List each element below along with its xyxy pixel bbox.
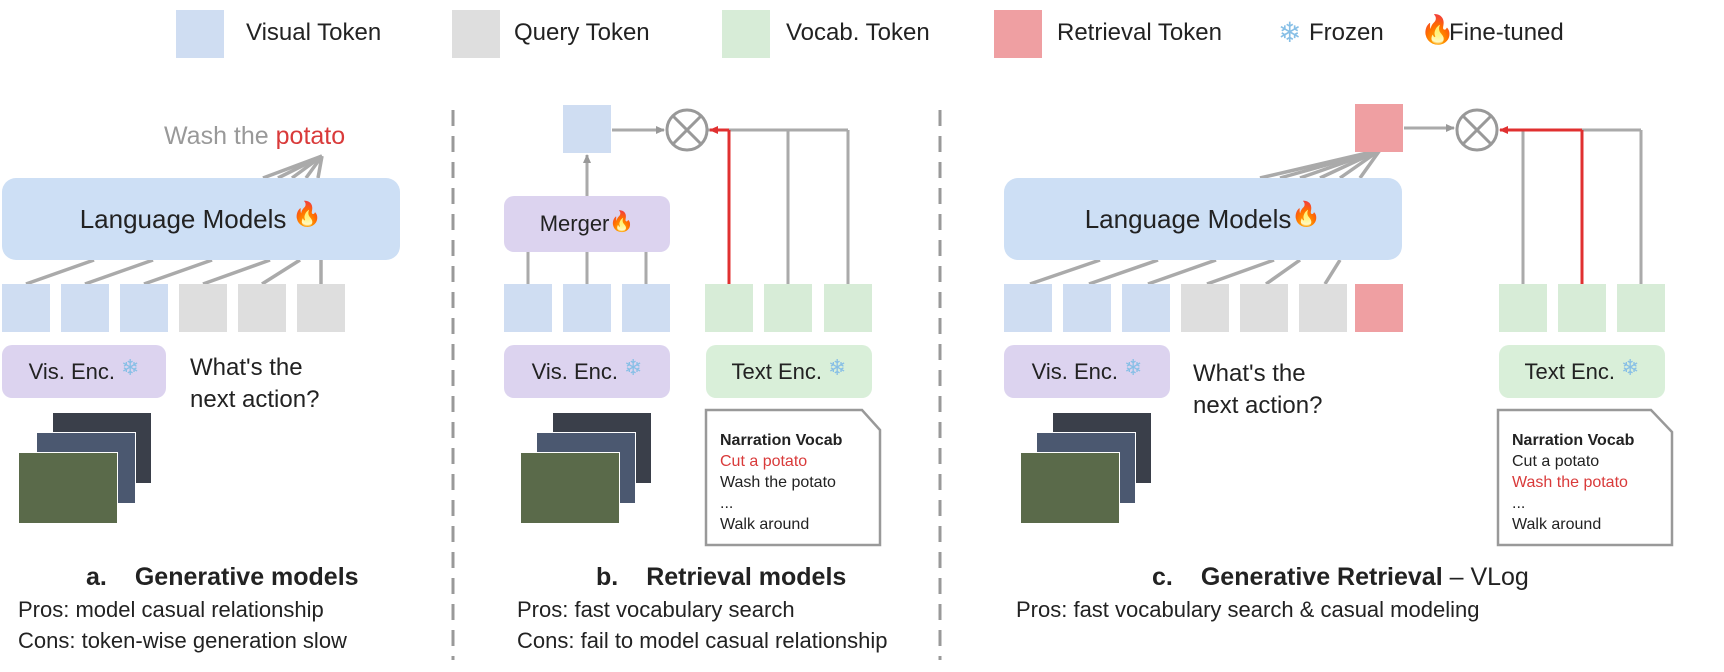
vocab-token: [705, 284, 753, 332]
snowflake-icon: ❄: [1123, 354, 1143, 380]
vocab-note-b: [704, 408, 882, 547]
vocab-item: Cut a potato: [720, 453, 808, 470]
language-model-box: Language Models 🔥: [2, 178, 400, 260]
fire-icon: 🔥: [609, 210, 635, 233]
vocab-token: [1617, 284, 1665, 332]
visual-encoder-box: Vis. Enc. ❄: [2, 345, 166, 398]
visual-token: [1004, 284, 1052, 332]
visual-token: [61, 284, 109, 332]
legend-frozen-label: Frozen: [1309, 19, 1384, 46]
vocab-title: Narration Vocab: [1512, 432, 1635, 449]
visual-encoder-box: Vis. Enc. ❄: [504, 345, 670, 398]
snowflake-icon: ❄: [1621, 354, 1640, 380]
visual-encoder-label: Vis. Enc.: [28, 358, 115, 384]
visual-token: [120, 284, 168, 332]
fire-icon: 🔥: [1420, 14, 1455, 45]
question-text: What's the next action?: [190, 354, 320, 413]
visual-token: [563, 284, 611, 332]
merger-label: Merger: [539, 211, 610, 236]
vocab-token: [824, 284, 872, 332]
language-model-label: Language Models: [1084, 203, 1292, 234]
video-frame: [1020, 452, 1120, 524]
caption-a: a.Generative models: [86, 563, 359, 591]
vocab-item: ...: [720, 495, 734, 512]
snowflake-icon: ❄: [623, 354, 643, 380]
query-token: [238, 284, 286, 332]
vocab-item: Walk around: [720, 516, 810, 533]
legend-visual-swatch: [176, 10, 224, 58]
vocab-item: Cut a potato: [1512, 453, 1600, 470]
query-token: [1299, 284, 1347, 332]
text-encoder-label: Text Enc.: [731, 358, 823, 384]
vocab-note-c: [1496, 408, 1674, 547]
video-frame: [520, 452, 620, 524]
legend-finetuned-label: Fine-tuned: [1449, 19, 1564, 46]
vocab-token: [1558, 284, 1606, 332]
query-token: [1240, 284, 1288, 332]
legend-retrieval-swatch: [994, 10, 1042, 58]
legend-query-label: Query Token: [514, 19, 650, 46]
caption-c: c.Generative Retrieval – VLog: [1152, 563, 1529, 591]
retrieval-token: [1355, 284, 1403, 332]
narration-vocab-list: Narration Vocab Cut a potato Wash the po…: [720, 430, 842, 535]
vocab-item: ...: [1512, 495, 1526, 512]
language-model-box: Language Models 🔥: [1004, 178, 1402, 260]
text-encoder-box: Text Enc. ❄: [1499, 345, 1665, 398]
legend-visual-label: Visual Token: [246, 19, 382, 46]
pros-a: Pros: model casual relationship: [18, 597, 324, 622]
vocab-item: Wash the potato: [1512, 474, 1628, 491]
generated-highlight-word: potato: [275, 122, 346, 150]
visual-token: [1122, 284, 1170, 332]
pros-b: Pros: fast vocabulary search: [517, 597, 795, 622]
language-model-label: Language Models: [79, 203, 287, 234]
video-frame: [18, 452, 118, 524]
fire-icon: 🔥: [1291, 200, 1322, 228]
legend-vocab-swatch: [722, 10, 770, 58]
visual-encoder-label: Vis. Enc.: [531, 358, 618, 384]
query-token: [179, 284, 227, 332]
legend-query-swatch: [452, 10, 500, 58]
query-token: [297, 284, 345, 332]
retrieval-token: [1355, 104, 1403, 152]
generated-output-text: Wash the potato: [164, 122, 346, 150]
snowflake-icon: ❄: [120, 354, 140, 380]
text-encoder-label: Text Enc.: [1524, 358, 1616, 384]
cons-b: Cons: fail to model casual relationship: [517, 628, 888, 653]
query-token: [1181, 284, 1229, 332]
vocab-token: [764, 284, 812, 332]
visual-token: [622, 284, 670, 332]
question-text: What's the next action?: [1193, 360, 1323, 419]
text-encoder-box: Text Enc. ❄: [706, 345, 872, 398]
visual-token: [1063, 284, 1111, 332]
legend-vocab-label: Vocab. Token: [786, 19, 930, 46]
visual-encoder-label: Vis. Enc.: [1031, 358, 1118, 384]
pros-c: Pros: fast vocabulary search & casual mo…: [1016, 597, 1480, 622]
snowflake-icon: ❄: [828, 354, 847, 380]
cons-a: Cons: token-wise generation slow: [18, 628, 347, 653]
narration-vocab-list: Narration Vocab Cut a potato Wash the po…: [1512, 430, 1634, 535]
snowflake-icon: ❄: [1278, 17, 1302, 48]
merger-box: Merger 🔥: [504, 196, 670, 252]
vocab-title: Narration Vocab: [720, 432, 843, 449]
fire-icon: 🔥: [292, 200, 323, 228]
visual-token: [504, 284, 552, 332]
caption-b: b.Retrieval models: [596, 563, 847, 591]
visual-token: [2, 284, 50, 332]
vocab-item: Walk around: [1512, 516, 1602, 533]
visual-encoder-box: Vis. Enc. ❄: [1004, 345, 1170, 398]
merged-visual-token: [563, 105, 611, 153]
vocab-item: Wash the potato: [720, 474, 836, 491]
legend-retrieval-label: Retrieval Token: [1057, 19, 1222, 46]
vocab-token: [1499, 284, 1547, 332]
